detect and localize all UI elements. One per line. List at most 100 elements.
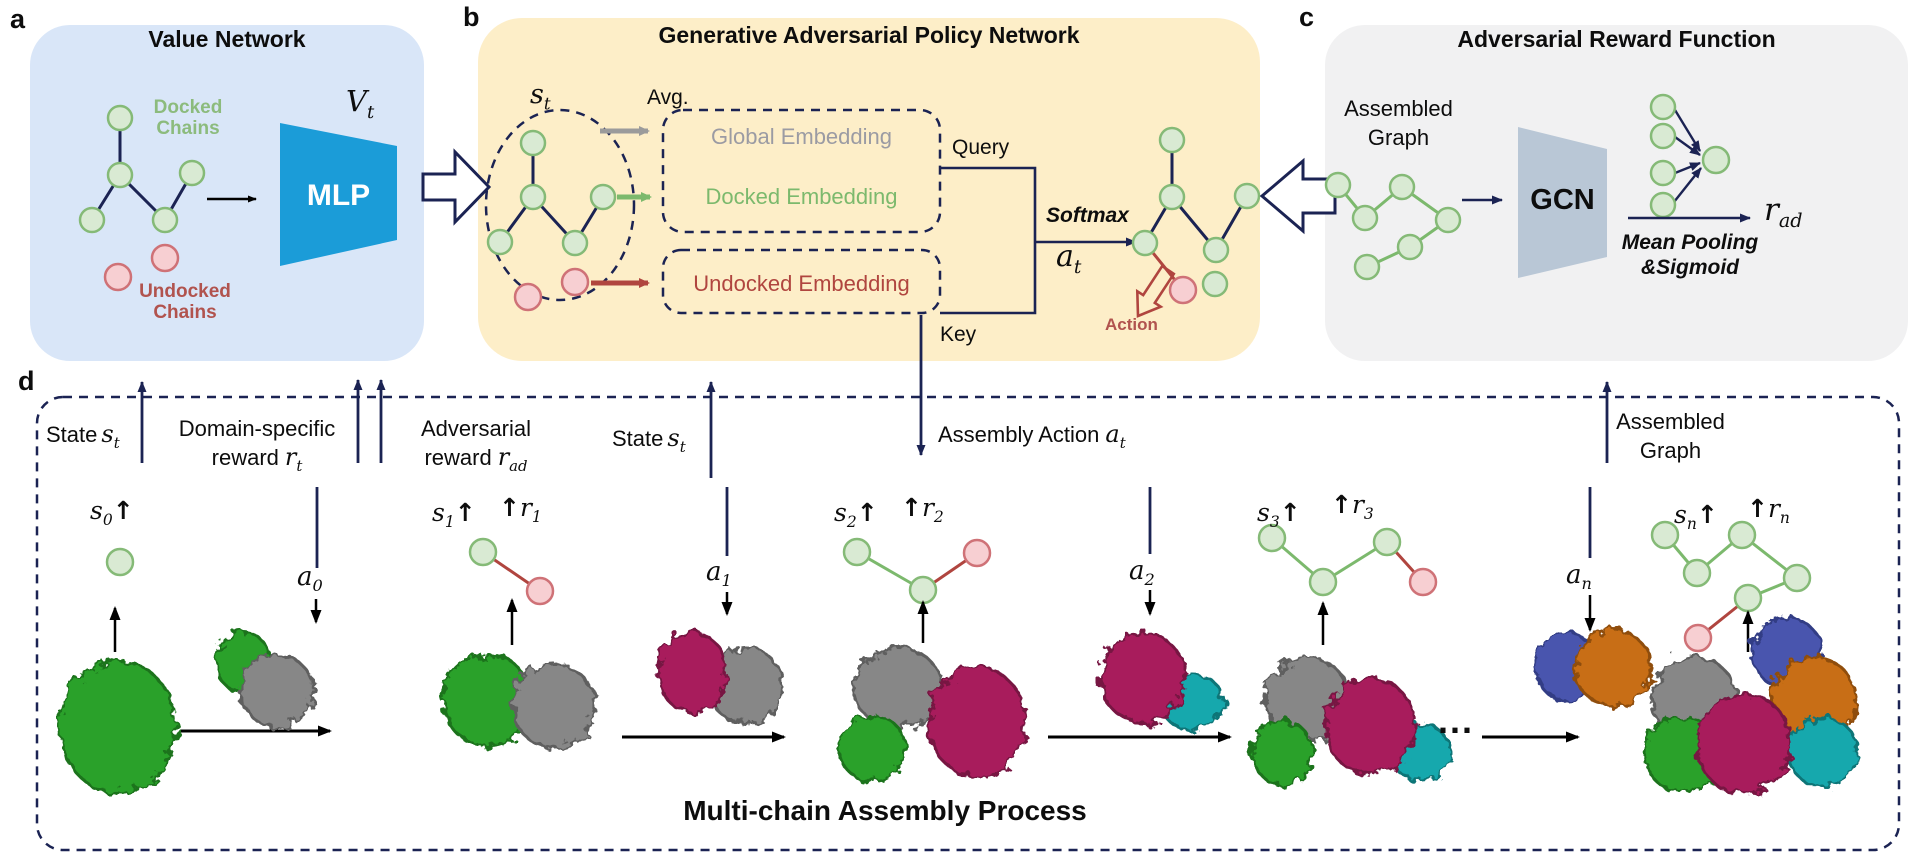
docked-node [519,129,547,157]
docked-node [1682,558,1712,588]
reward-r3-label: ↑r3 [1331,490,1374,523]
protein-chain-green [58,659,178,795]
pooling-arrow [1673,109,1702,152]
assembly-process-panel-border [35,395,1901,852]
docked-node [1131,229,1159,257]
mean-pooling-label: Mean Pooling &Sigmoid [1621,231,1759,279]
chain-node [1388,173,1416,201]
global-embedding-label: Global Embedding [710,124,892,149]
node-embedding [1649,159,1677,187]
reward-r1-label: ↑r1 [499,493,542,526]
docked-node [1650,520,1680,550]
policy-state-graph [486,129,617,312]
state-s1-label: s1↑ [432,498,476,531]
docked-node [1782,563,1812,593]
undocked-chains-label: Undocked Chains [139,281,231,323]
node-embedding [1649,191,1677,219]
docked-node [1727,520,1757,550]
up-arrow-icon: ↑ [1331,490,1352,519]
action-a0-label: a0 [297,562,323,596]
undocked-node [1683,623,1713,653]
up-arrow-icon: ↑ [901,493,922,522]
docked-node [151,206,179,234]
action-symbol: at [1056,239,1082,278]
up-arrow-icon: ↑ [1747,494,1768,523]
value-symbol: Vt [346,84,375,123]
node-embedding [1649,93,1677,121]
value-output-arrow [421,148,492,226]
docked-node [1372,527,1402,557]
assembly-process-title: Multi-chain Assembly Process [683,795,1087,826]
assembled-graph-arrow [1259,157,1337,235]
action-an-label: an [1566,560,1592,594]
protein-chain-green [837,713,907,783]
up-arrow-icon: ↑ [454,498,476,527]
docked-node [589,183,617,211]
value-network-graph [78,104,206,292]
docked-node [842,537,872,567]
state-graph-s1 [468,537,555,606]
undocked-node [150,243,180,273]
up-arrow-icon: ↑ [499,493,520,522]
state-graph-s3 [1257,523,1438,597]
state-s3-label: s3↑ [1257,498,1301,531]
protein-chain-maroon [1323,676,1417,776]
gcn-label: GCN [1530,184,1595,216]
docked-node [1201,270,1229,298]
panel-b-letter: b [463,2,480,32]
undocked-node [560,267,590,297]
node-embedding [1649,122,1677,150]
pooling-arrow [1674,161,1701,175]
undocked-node [1408,567,1438,597]
reward-function-panel [1325,25,1908,361]
up-arrow-icon: ↑ [112,496,134,525]
chain-node [1324,171,1352,199]
docked-node [106,161,134,189]
docked-node [1202,236,1230,264]
undocked-node [513,282,543,312]
docked-node [1158,183,1186,211]
mlp-trapezoid [280,123,397,266]
docked-node [468,537,498,567]
undocked-embedding-box [661,248,942,315]
undocked-node [103,262,133,292]
protein-chain-gray [511,662,597,750]
undocked-node [525,576,555,606]
docked-node [1233,182,1261,210]
up-arrow-icon: ↑ [856,498,878,527]
state-node [105,547,135,577]
protein-chain-teal [1786,716,1860,788]
chain-node [1434,206,1462,234]
docked-embedding-label: Docked Embedding [705,184,898,209]
undocked-embedding-label: Undocked Embedding [693,271,910,296]
protein-chain-green [1251,719,1315,787]
action-a2-label: a2 [1129,556,1155,590]
undocked-node [1168,275,1198,305]
adversarial-reward-symbol: rad [1764,192,1803,233]
panel-b-title: Generative Adversarial Policy Network [658,22,1080,48]
pooling-nodes [1649,93,1731,219]
protein-chain-maroon [927,665,1027,779]
assembled-graph-label-d: Assembled Graph [1616,409,1725,463]
docked-node [486,228,514,256]
docked-node [908,575,938,605]
query-label: Query [952,136,1010,159]
docked-node [1158,126,1186,154]
docked-node [1733,583,1763,613]
panel-a-title: Value Network [148,26,306,52]
state-graph-sn [1650,520,1812,653]
state-s2-label: s2↑ [834,498,878,531]
docked-node [78,206,106,234]
query-key-bracket [940,166,1037,315]
docked-embedding-box [661,108,942,234]
chain-node [1351,204,1379,232]
key-label: Key [940,323,977,346]
state-symbol: st [530,79,551,114]
action-arrow [1135,264,1176,318]
protein-chain-maroon [656,630,728,714]
ellipsis: ... [1438,700,1475,741]
docked-node [1308,567,1338,597]
panel-d-letter: d [18,366,35,396]
